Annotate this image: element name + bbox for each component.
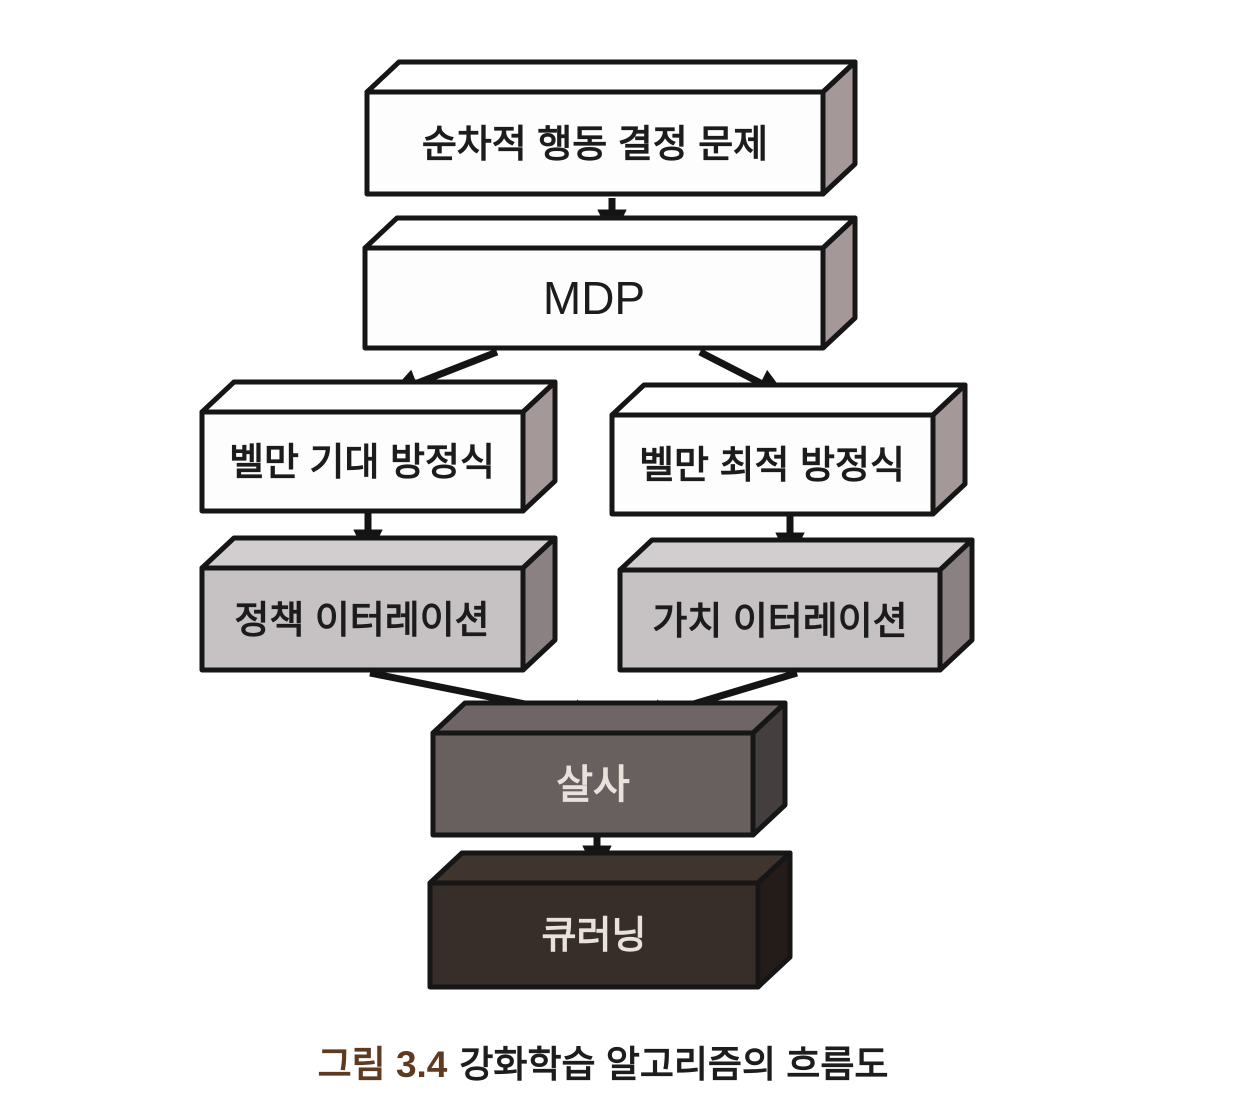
node-sequential-decision-problem: 순차적 행동 결정 문제 <box>364 59 858 197</box>
node-q-learning-top-face <box>427 850 793 886</box>
node-mdp-top-face <box>362 215 858 251</box>
node-q-learning-front-face <box>427 880 761 990</box>
node-policy-iteration: 정책 이터레이션 <box>199 535 558 673</box>
node-value-iteration-top-face <box>617 537 975 573</box>
node-mdp-front-face <box>362 245 826 351</box>
figure-number: 그림 3.4 <box>317 1044 448 1085</box>
node-bellman-optimality-label: 벨만 최적 방정식 <box>639 445 905 487</box>
node-bellman-expectation-label: 벨만 기대 방정식 <box>229 442 495 484</box>
node-bellman-optimality-top-face <box>609 382 968 418</box>
node-bellman-optimality-front-face <box>609 412 936 517</box>
node-sarsa: 살사 <box>430 700 788 838</box>
node-sequential-decision-problem-front-face <box>364 89 826 197</box>
node-value-iteration: 가치 이터레이션 <box>617 537 975 673</box>
node-sarsa-label: 살사 <box>556 763 630 807</box>
node-sarsa-front-face <box>430 730 756 838</box>
node-policy-iteration-label: 정책 이터레이션 <box>234 600 489 642</box>
figure-caption: 그림 3.4 강화학습 알고리즘의 흐름도 <box>318 1034 889 1088</box>
node-sarsa-top-face <box>430 700 788 736</box>
node-mdp: MDP <box>362 215 858 351</box>
node-sequential-decision-problem-label: 순차적 행동 결정 문제 <box>422 124 768 166</box>
node-policy-iteration-front-face <box>199 565 526 673</box>
node-sequential-decision-problem-top-face <box>364 59 858 95</box>
figure-title: 강화학습 알고리즘의 흐름도 <box>459 1044 889 1085</box>
node-bellman-expectation-front-face <box>199 409 526 514</box>
node-bellman-optimality-equation: 벨만 최적 방정식 <box>609 382 968 517</box>
node-mdp-label: MDP <box>543 272 645 324</box>
node-value-iteration-label: 가치 이터레이션 <box>652 601 907 643</box>
node-policy-iteration-top-face <box>199 535 558 571</box>
node-value-iteration-front-face <box>617 567 943 673</box>
node-bellman-expectation-top-face <box>199 379 558 415</box>
node-q-learning: 큐러닝 <box>427 850 793 990</box>
node-q-learning-label: 큐러닝 <box>542 915 647 957</box>
node-bellman-expectation-equation: 벨만 기대 방정식 <box>199 379 558 514</box>
